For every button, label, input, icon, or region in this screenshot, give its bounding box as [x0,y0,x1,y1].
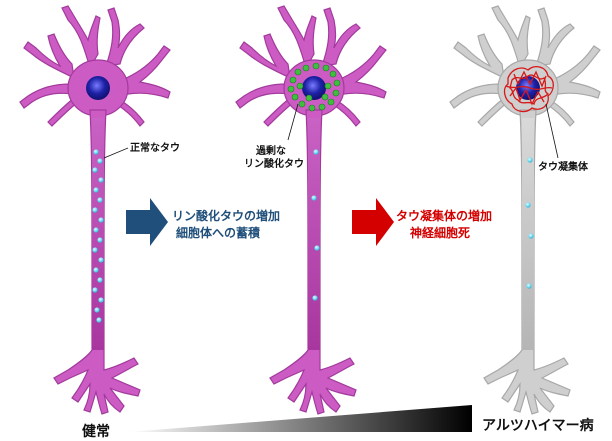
excess-tau-leader [288,104,298,140]
transition-1-line2: 細胞体への蓄積 [176,225,261,240]
aggregate-label: タウ凝集体 [538,160,589,173]
normal-tau-label: 正常なタウ [130,141,180,154]
normal-tau-leader [104,148,128,158]
excess-tau-label-line1: 過剰な [255,144,286,157]
excess-tau-label-line2: リン酸化タウ [244,157,304,170]
transition-arrow-2: タウ凝集体の増加 神経細胞死 [352,198,492,246]
right-arrow-icon [352,198,394,246]
transition-1-line1: リン酸化タウの増加 [172,208,280,223]
aggregate-leader [546,104,558,158]
nucleus [86,76,110,100]
progression-end-label: アルツハイマー病 [482,417,594,434]
transition-2-line1: タウ凝集体の増加 [396,208,492,223]
right-arrow-icon [126,198,168,246]
transition-2-line2: 神経細胞死 [410,225,470,240]
progression-start-label: 健常 [82,423,110,440]
transition-arrow-1: リン酸化タウの増加 細胞体への蓄積 [126,198,280,246]
